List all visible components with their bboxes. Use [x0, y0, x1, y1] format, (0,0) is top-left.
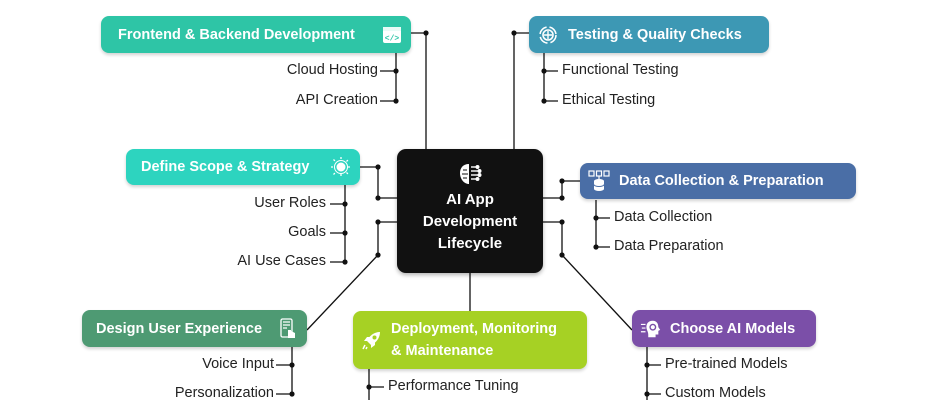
item-ethical-testing: Ethical Testing: [562, 92, 656, 108]
connector-testing: [513, 32, 529, 149]
stage-label: Design User Experience: [96, 320, 263, 337]
quality-gear-icon: [537, 24, 559, 46]
item-user-roles: User Roles: [254, 195, 326, 211]
connector-data-items: [595, 200, 610, 248]
ai-brain-icon: [460, 164, 482, 184]
stage-label: Define Scope & Strategy: [141, 159, 310, 175]
connector-deploy-items: [368, 369, 384, 400]
item-voice-input: Voice Input: [202, 356, 274, 372]
connector-scope-items: [330, 185, 346, 263]
item-personalization: Personalization: [174, 385, 274, 401]
stage-label: Frontend & Backend Development: [118, 26, 355, 43]
stage-label: Choose AI Models: [670, 320, 796, 337]
center-title-line: AI App: [446, 191, 494, 208]
strategy-sun-icon: [330, 156, 352, 178]
code-window-icon: </>: [381, 24, 403, 46]
mobile-touch-icon: [277, 317, 299, 340]
stage-data-collection[interactable]: Data Collection & Preparation: [580, 163, 856, 199]
stage-choose-ai-models[interactable]: Choose AI Models: [632, 310, 816, 347]
stage-label-line: Deployment, Monitoring: [391, 321, 557, 337]
connector-frontend: [411, 32, 427, 149]
item-performance-tuning: Performance Tuning: [388, 378, 519, 394]
database-icon: [588, 170, 610, 192]
connector-data: [543, 180, 580, 199]
item-data-collection: Data Collection: [614, 209, 713, 225]
rocket-icon: [361, 329, 383, 351]
center-title-line: Lifecycle: [437, 235, 503, 252]
item-pretrained-models: Pre-trained Models: [665, 356, 788, 372]
ai-head-icon: [640, 318, 662, 340]
item-goals: Goals: [288, 224, 326, 240]
connector-testing-items: [543, 53, 558, 102]
stage-label: Data Collection & Preparation: [619, 173, 824, 189]
item-data-preparation: Data Preparation: [614, 238, 724, 254]
center-title-line: Development: [422, 213, 518, 230]
center-node[interactable]: AI App Development Lifecycle: [397, 149, 543, 273]
item-custom-models: Custom Models: [665, 385, 766, 401]
stage-deployment[interactable]: Deployment, Monitoring & Maintenance: [353, 311, 587, 369]
item-functional-testing: Functional Testing: [562, 62, 679, 78]
item-ai-use-cases: AI Use Cases: [237, 253, 326, 269]
svg-text:</>: </>: [385, 34, 400, 43]
connector-models-items: [646, 347, 661, 400]
stage-frontend-backend[interactable]: Frontend & Backend Development </>: [101, 16, 411, 53]
connector-scope: [360, 166, 397, 199]
stage-define-scope[interactable]: Define Scope & Strategy: [126, 149, 360, 185]
stage-label-line: & Maintenance: [391, 343, 494, 359]
connector-design-items: [276, 345, 293, 395]
stage-testing-quality[interactable]: Testing & Quality Checks: [529, 16, 769, 53]
stage-label: Testing & Quality Checks: [568, 26, 742, 43]
item-api-creation: API Creation: [295, 92, 378, 108]
stage-design-ux[interactable]: Design User Experience: [82, 310, 307, 347]
connector-frontend-items: [380, 53, 397, 102]
item-cloud-hosting: Cloud Hosting: [286, 62, 378, 78]
